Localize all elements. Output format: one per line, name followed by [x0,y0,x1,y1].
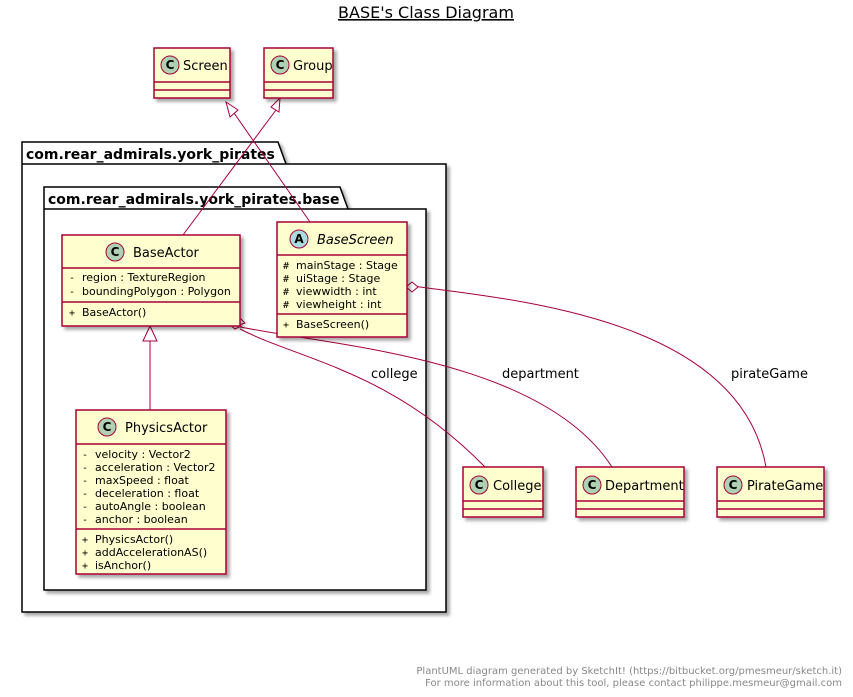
field-velocity: velocity : Vector2 [95,448,191,461]
method-visibility-icon: + [283,320,289,331]
field-visibility-icon: - [82,502,88,513]
class-name: Department [605,479,684,494]
class-spot-letter: C [166,58,175,72]
class-name: BaseActor [133,246,200,261]
edge-label-pirategame: pirateGame [731,367,808,382]
method-basescreen: BaseScreen() [296,318,369,331]
class-spot-letter: A [294,232,304,246]
class-spot-letter: C [103,420,112,434]
edge-basescreen-screen [233,112,311,223]
arrowhead-group [270,96,281,113]
field-visibility-icon: - [82,463,88,474]
field-viewheight: viewheight : int [296,298,382,311]
field-visibility-icon: - [82,476,88,487]
edge-baseactor-group [182,109,277,236]
class-spot-letter: C [475,478,484,492]
class-baseactor[interactable]: C BaseActor - region : TextureRegion - b… [61,234,241,327]
field-visibility-icon: - [69,287,75,298]
class-spot-icon [723,475,743,495]
method-visibility-icon: + [82,561,88,572]
field-viewwidth: viewwidth : int [296,285,377,298]
package-inner-label: com.rear_admirals.york_pirates.base [48,192,340,208]
class-name: College [493,479,542,494]
class-name: Group [293,59,333,74]
method-baseactor: BaseActor() [82,306,146,319]
class-name: PirateGame [747,479,823,494]
field-visibility-icon: # [283,274,289,285]
field-boundingpolygon: boundingPolygon : Polygon [82,285,231,298]
field-maxspeed: maxSpeed : float [95,474,190,487]
package-outer-label: com.rear_admirals.york_pirates [26,147,275,163]
class-spot-icon [160,55,180,75]
class-spot-letter: C [111,245,120,259]
field-anchor: anchor : boolean [95,513,188,526]
field-visibility-icon: - [82,489,88,500]
field-visibility-icon: # [283,300,289,311]
method-physicsactor: PhysicsActor() [95,533,173,546]
class-group[interactable]: C Group [263,47,334,99]
field-visibility-icon: - [82,515,88,526]
method-visibility-icon: + [82,548,88,559]
footer-line-1: PlantUML diagram generated by SketchIt! … [416,666,842,677]
class-spot-letter: C [729,478,738,492]
class-department[interactable]: C Department [575,466,685,518]
class-spot-icon [105,242,125,262]
class-pirategame[interactable]: C PirateGame [716,466,825,518]
field-visibility-icon: - [82,450,88,461]
field-visibility-icon: # [283,287,289,298]
arrowhead-baseactor [142,324,158,342]
class-name: BaseScreen [317,233,394,248]
class-screen[interactable]: C Screen [153,47,231,99]
diagram-title: BASE's Class Diagram [338,3,514,22]
edge-label-college: college [371,367,418,382]
field-visibility-icon: # [283,261,289,272]
field-autoangle: autoAngle : boolean [95,500,206,513]
field-deceleration: deceleration : float [95,487,200,500]
field-region: region : TextureRegion [82,271,205,284]
field-visibility-icon: - [69,273,75,284]
method-visibility-icon: + [82,535,88,546]
class-spot-icon [97,417,117,437]
class-spot-letter: C [588,478,597,492]
edge-label-department: department [502,367,579,382]
arrowhead-screen [225,100,239,118]
field-acceleration: acceleration : Vector2 [95,461,216,474]
edge-basescreen-pirategame [411,285,767,468]
method-isanchor: isAnchor() [95,559,151,572]
class-spot-icon [582,475,602,495]
class-spot-letter: C [276,58,285,72]
abstract-spot-icon [289,229,309,249]
class-physicsactor[interactable]: C PhysicsActor - velocity : Vector2 - ac… [75,409,227,575]
method-visibility-icon: + [69,308,75,319]
class-spot-icon [469,475,489,495]
edge-baseactor-college [239,328,486,468]
class-name: PhysicsActor [125,421,208,436]
class-basescreen[interactable]: A BaseScreen # mainStage : Stage # uiSta… [276,221,408,338]
diamond-pirategame [405,281,419,293]
footer-line-2: For more information about this tool, pl… [425,678,842,689]
class-college[interactable]: C College [462,466,544,518]
method-addaccelerationas: addAccelerationAS() [95,546,207,559]
class-spot-icon [270,55,290,75]
class-name: Screen [183,59,228,74]
field-uistage: uiStage : Stage [296,272,381,285]
field-mainstage: mainStage : Stage [296,259,398,272]
